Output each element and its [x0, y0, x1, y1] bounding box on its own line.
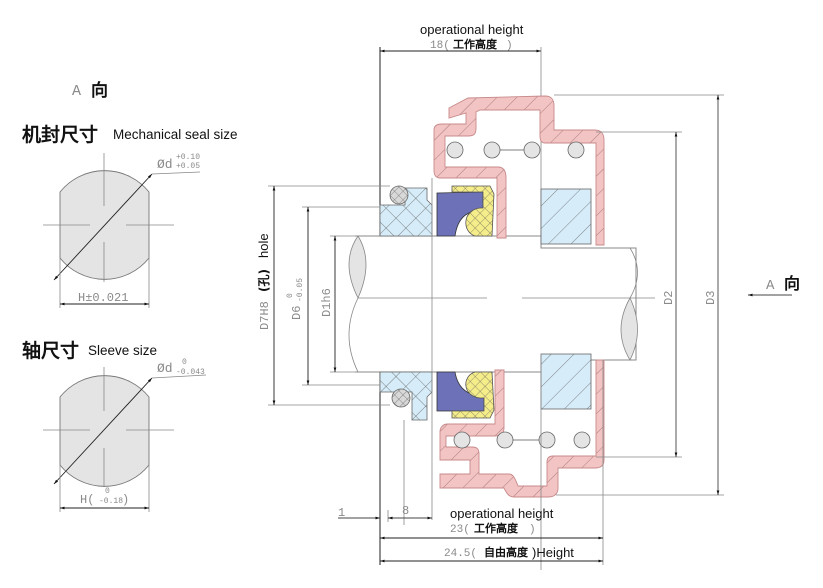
a-view-letter: A: [72, 83, 81, 100]
mech-seal-title-cn: 机封尺寸: [22, 123, 98, 146]
mech-seal-title-en: Mechanical seal size: [113, 127, 238, 142]
bottom-op-height-close: ): [529, 524, 536, 536]
sleeve-size-section: 轴尺寸 Sleeve size Ød 0 -0.043 H( 0 -0.18 ): [22, 339, 207, 512]
rubber-bellows-bottom: [451, 371, 495, 419]
d7-cn: (孔): [257, 269, 271, 292]
a-view-label: A 向: [72, 80, 108, 101]
free-height-en: )Height: [532, 545, 574, 560]
rubber-bellows-top: [451, 185, 495, 237]
shaft-break-left-bottom: [348, 297, 359, 373]
d7-en: hole: [256, 233, 271, 258]
top-op-height-value: 18(: [430, 40, 450, 52]
mech-dia-symbol: Ød: [157, 157, 173, 172]
springs-top: [446, 141, 585, 159]
bottom-op-height-value: 23(: [450, 524, 470, 536]
d2-label: D2: [662, 291, 676, 305]
dim-1-label: 1: [338, 506, 345, 520]
sleeve-flat-prefix: H(: [80, 493, 94, 507]
a-view-cn: 向: [91, 80, 108, 101]
sleeve-dia-tol-upper: 0: [182, 358, 187, 367]
right-dimensions: D2 D3 A 向: [554, 94, 800, 496]
spring-housing-top: [433, 95, 605, 246]
spring-housing-bottom: [439, 359, 605, 498]
sleeve-dia-tol-lower: -0.043: [176, 368, 205, 377]
diameter-leader-tail: [151, 171, 201, 175]
mech-flat-label: H±0.021: [78, 291, 128, 305]
collar-top: [540, 188, 592, 245]
top-op-height-close: ): [506, 40, 513, 52]
top-op-height-cn: 工作高度: [453, 37, 498, 51]
springs-bottom: [453, 431, 591, 449]
top-op-height-en: operational height: [420, 22, 524, 37]
o-ring-top: [389, 185, 409, 205]
d6-tol-upper: 0: [286, 293, 295, 298]
shaft-break-right-top: [629, 247, 638, 299]
sleeve-diameter-leader: [53, 377, 153, 485]
mechanical-seal-size-section: 机封尺寸 Mechanical seal size Ød +0.10 +0.05…: [22, 123, 238, 308]
sleeve-dia-symbol: Ød: [157, 361, 173, 376]
bottom-op-height-cn: 工作高度: [474, 521, 519, 535]
mech-dia-tol-upper: +0.10: [176, 153, 200, 162]
a-view-arrow-cn: 向: [784, 274, 800, 293]
d1-value: D1h6: [320, 288, 334, 317]
sleeve-title-cn: 轴尺寸: [22, 339, 79, 362]
sleeve-title-en: Sleeve size: [88, 343, 157, 358]
collar-bottom: [540, 353, 592, 410]
d7-value: D7H8: [258, 301, 272, 330]
sleeve-leader-tail: [151, 374, 207, 379]
sleeve-profile: [59, 375, 150, 487]
shaft-break-right-bottom: [620, 297, 638, 361]
bottom-dimensions: 1 8 operational height 23( 工作高度 ) 24.5( …: [338, 504, 603, 563]
free-height-value: 24.5(: [444, 548, 477, 560]
a-view-arrow-letter: A: [766, 278, 775, 294]
d3-label: D3: [704, 291, 718, 305]
dim-8-label: 8: [402, 504, 409, 518]
d6-value: D6: [290, 306, 304, 320]
diameter-leader: [53, 173, 153, 281]
left-dimensions: D7H8 (孔) hole D6 0 -0.05 D1h6: [256, 185, 390, 406]
sleeve-flat-tol-lower: -0.18: [99, 497, 123, 506]
static-seat-bottom: [379, 371, 433, 421]
sleeve-flat-suffix: ): [122, 493, 129, 507]
sleeve-flat-tol-upper: 0: [105, 487, 110, 496]
free-height-cn: 自由高度: [484, 545, 529, 559]
mech-dia-tol-lower: +0.05: [176, 162, 200, 171]
shaft: [355, 235, 637, 373]
o-ring-bottom: [391, 388, 411, 408]
d6-tol-lower: -0.05: [296, 278, 305, 302]
bottom-op-height-en: operational height: [450, 506, 554, 521]
seal-assembly: operational height 18( 工作高度 ): [348, 22, 655, 570]
